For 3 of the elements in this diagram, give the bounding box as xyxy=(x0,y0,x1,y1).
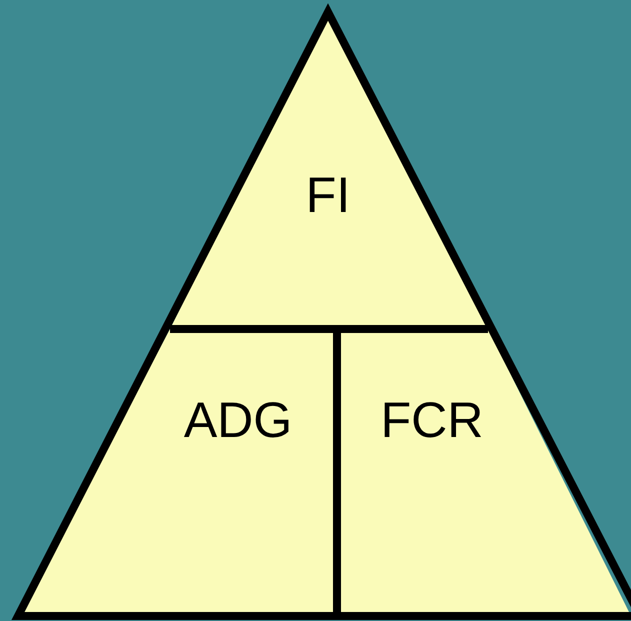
segment-label: FCR xyxy=(380,395,484,445)
segment-label: ADG xyxy=(184,395,292,445)
segment-label: FI xyxy=(306,170,350,220)
